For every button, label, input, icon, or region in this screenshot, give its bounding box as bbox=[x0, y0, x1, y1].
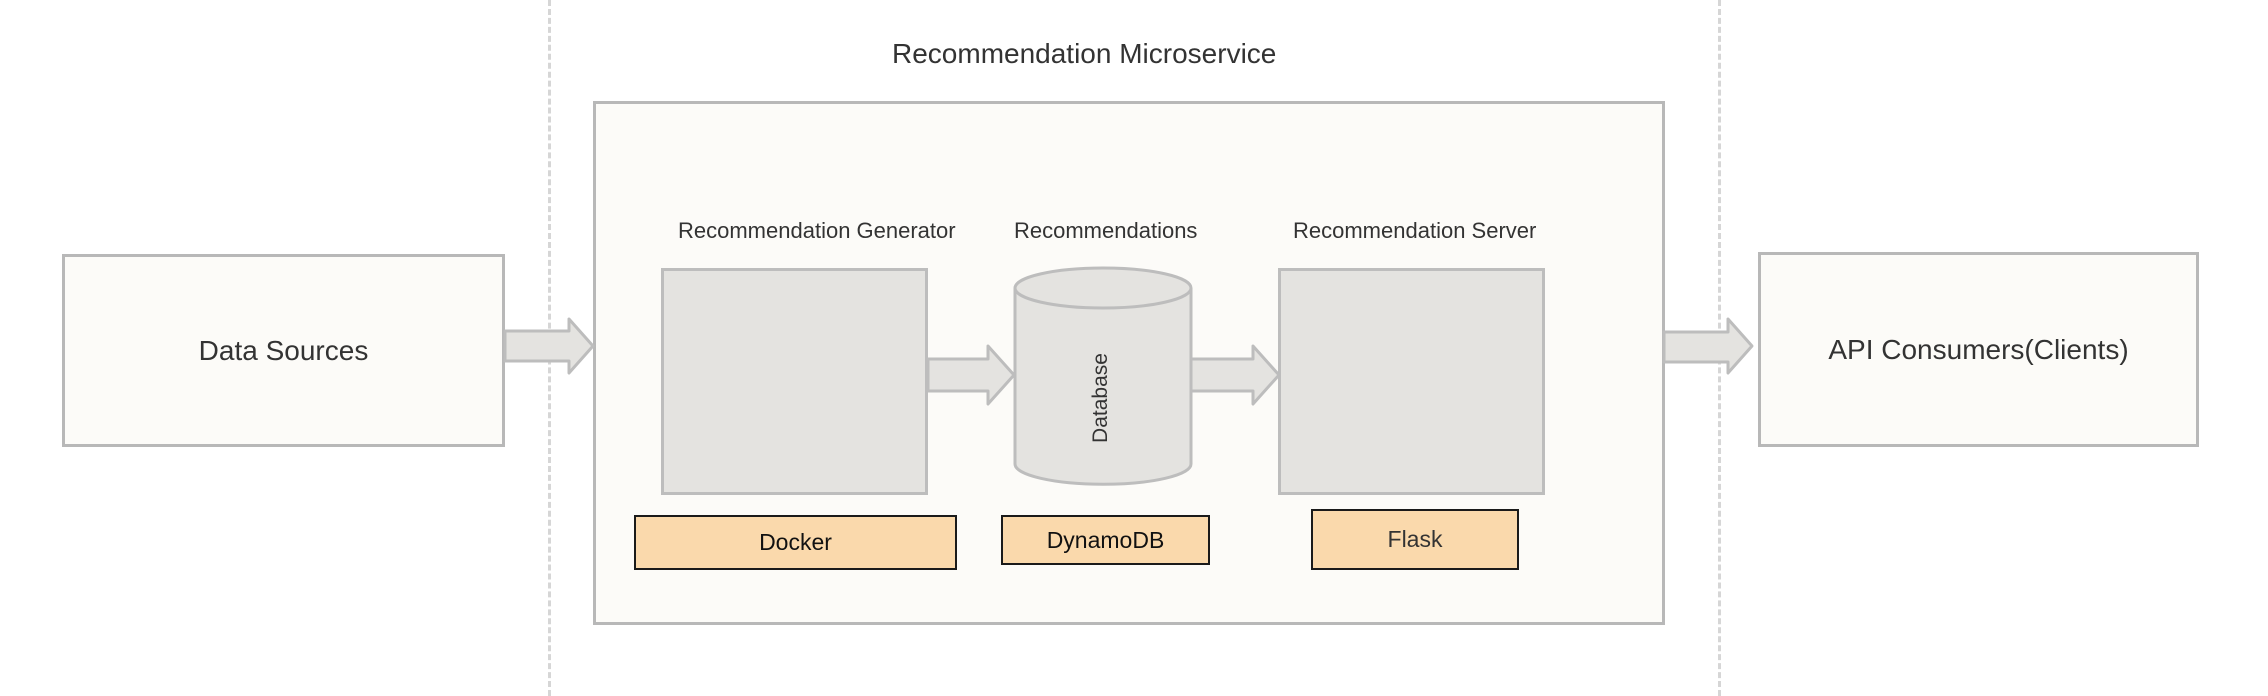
dynamodb-tag: DynamoDB bbox=[1001, 515, 1210, 565]
docker-tag: Docker bbox=[634, 515, 957, 570]
arrow-generator-to-database bbox=[926, 344, 1016, 406]
recommendations-title: Recommendations bbox=[1014, 218, 1198, 243]
server-box[interactable] bbox=[1278, 268, 1545, 495]
generator-box[interactable] bbox=[661, 268, 928, 495]
data-sources-node[interactable]: Data Sources bbox=[62, 254, 505, 447]
data-sources-label: Data Sources bbox=[198, 334, 369, 366]
database-label: Database bbox=[1089, 353, 1112, 443]
generator-title: Recommendation Generator bbox=[678, 218, 956, 243]
diagram-title: Recommendation Microservice bbox=[892, 38, 1277, 69]
arrow-microservice-to-api-consumers bbox=[1662, 317, 1754, 375]
flask-tag: Flask bbox=[1311, 509, 1519, 570]
arrow-data-sources-to-microservice bbox=[503, 317, 595, 375]
api-consumers-node[interactable]: API Consumers(Clients) bbox=[1758, 252, 2199, 447]
arrow-database-to-server bbox=[1189, 344, 1281, 406]
api-consumers-label: API Consumers(Clients) bbox=[1828, 333, 2129, 365]
server-title: Recommendation Server bbox=[1293, 218, 1537, 243]
database-cylinder-icon[interactable] bbox=[1013, 266, 1193, 489]
